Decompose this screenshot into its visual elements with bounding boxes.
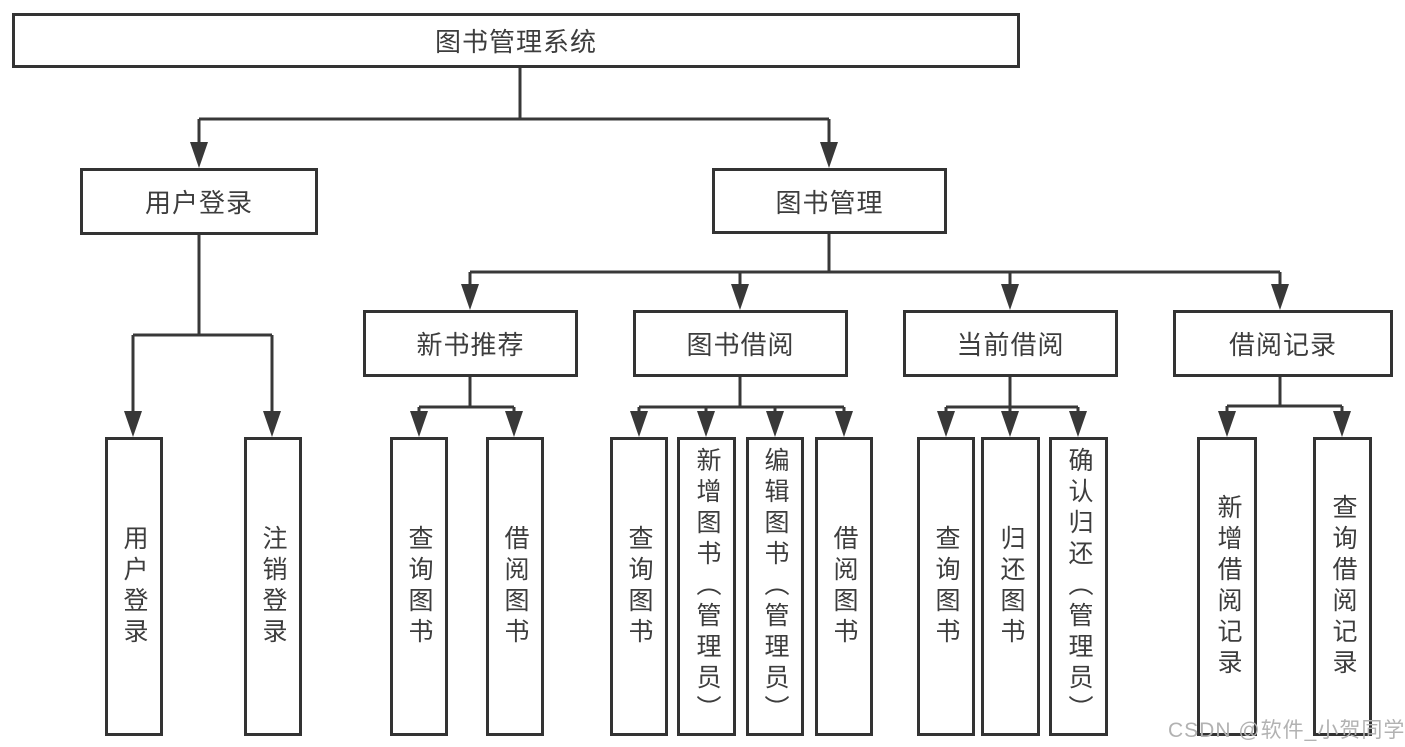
node-borrowing-borrow-books: 借阅图书	[815, 437, 873, 736]
node-edit-books-admin: 编辑图书（管理员）	[746, 437, 804, 736]
node-user-login-action: 用户登录	[105, 437, 163, 736]
node-add-borrow-record: 新增借阅记录	[1197, 437, 1257, 736]
node-borrowing-records: 借阅记录	[1173, 310, 1393, 377]
watermark: CSDN @软件_小贺同学	[1168, 719, 1405, 742]
node-current-borrowing: 当前借阅	[903, 310, 1118, 377]
node-recommend-query-books: 查询图书	[390, 437, 448, 736]
node-recommend-borrow-books: 借阅图书	[486, 437, 544, 736]
node-query-borrow-record: 查询借阅记录	[1313, 437, 1372, 736]
node-user-login: 用户登录	[80, 168, 318, 235]
connector-book-borrowing-to-children	[630, 377, 853, 437]
node-logout-action: 注销登录	[244, 437, 302, 736]
node-return-books: 归还图书	[981, 437, 1040, 736]
node-add-books-admin: 新增图书（管理员）	[677, 437, 736, 736]
connector-current-borrowing-to-children	[937, 377, 1087, 437]
connector-book-management-to-level3	[461, 234, 1289, 310]
node-new-book-recommend: 新书推荐	[363, 310, 578, 377]
connector-user-login-to-children	[124, 235, 281, 437]
node-book-management: 图书管理	[712, 168, 947, 234]
connector-new-book-recommend-to-children	[410, 377, 523, 437]
connector-borrowing-records-to-children	[1218, 377, 1351, 437]
connector-root-to-level2	[190, 68, 838, 168]
node-borrowing-query-books: 查询图书	[610, 437, 668, 736]
node-confirm-return-admin: 确认归还（管理员）	[1049, 437, 1108, 736]
node-current-query-books: 查询图书	[917, 437, 975, 736]
node-library-management-system: 图书管理系统	[12, 13, 1020, 68]
node-book-borrowing: 图书借阅	[633, 310, 848, 377]
